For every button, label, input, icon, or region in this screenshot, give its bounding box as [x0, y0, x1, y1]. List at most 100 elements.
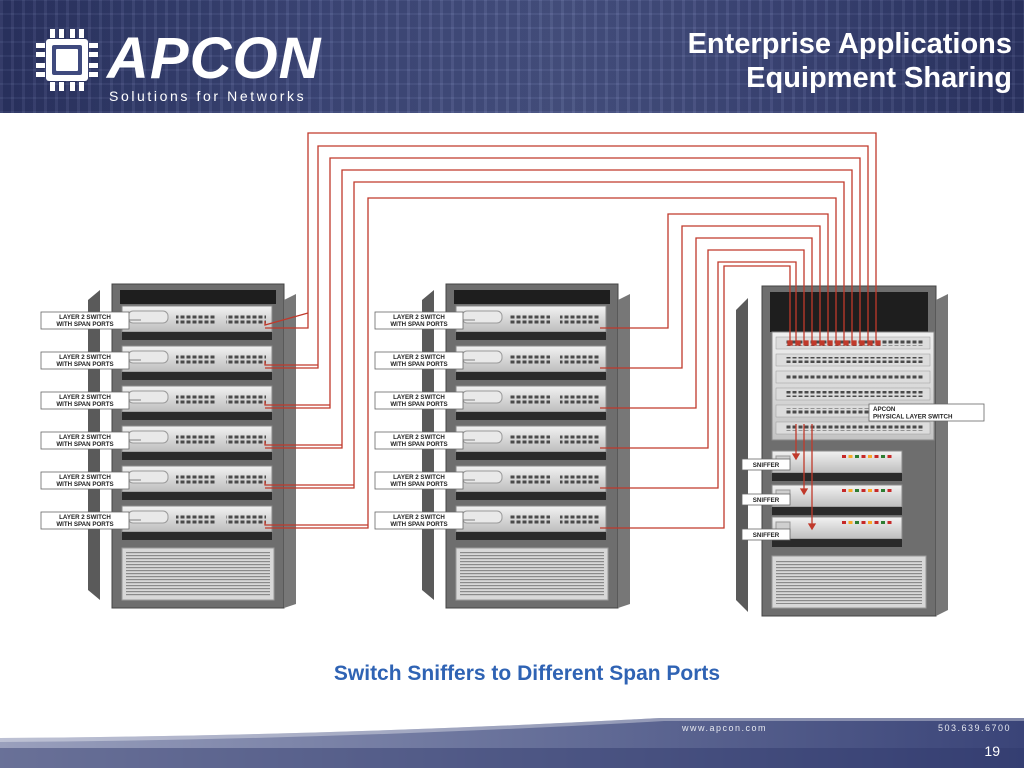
switch-label-line2: WITH SPAN PORTS: [56, 441, 113, 448]
apcon-port-dot: [803, 340, 809, 346]
brand-logo-text: APCON: [107, 26, 322, 91]
switch-label-line2: WITH SPAN PORTS: [390, 321, 447, 328]
apcon-label: APCON PHYSICAL LAYER SWITCH: [868, 403, 985, 422]
rack-1-switch-2: [121, 345, 273, 380]
slide-title: Enterprise Applications Equipment Sharin…: [688, 27, 1012, 95]
switch-label-line1: LAYER 2 SWITCH: [59, 514, 111, 521]
sniffer-label-1: SNIFFER: [741, 458, 791, 471]
sniffer-label-text: SNIFFER: [753, 532, 780, 539]
brand-tagline: Solutions for Networks: [109, 88, 307, 104]
switch-label-line2: WITH SPAN PORTS: [56, 401, 113, 408]
switch-label-line1: LAYER 2 SWITCH: [393, 434, 445, 441]
sniffer-3: [771, 516, 903, 547]
switch-label-line1: LAYER 2 SWITCH: [59, 394, 111, 401]
page-number: 19: [984, 743, 1000, 759]
switch-label-line1: LAYER 2 SWITCH: [393, 314, 445, 321]
link-rack1-stub-5: [264, 481, 354, 486]
apcon-physical-layer-switch: [771, 331, 935, 441]
rack-1-switch-5: [121, 465, 273, 500]
link-rack1-6: [265, 197, 837, 529]
link-rack1-stub-6: [264, 521, 368, 526]
apcon-port-dot: [827, 340, 833, 346]
apcon-port-dot: [859, 340, 865, 346]
apcon-port-dot: [835, 340, 841, 346]
footer-phone: 503.639.6700: [938, 723, 1012, 733]
switch-label-line2: WITH SPAN PORTS: [390, 521, 447, 528]
apcon-port-dot: [867, 340, 873, 346]
rack-1-switch-1: [121, 305, 273, 340]
chip-logo-icon: [36, 29, 98, 91]
rack-2-switch-5: [455, 465, 607, 500]
switch-label-line2: WITH SPAN PORTS: [56, 481, 113, 488]
link-rack2-2: [600, 225, 821, 369]
link-rack1-stub-3: [264, 401, 330, 406]
sniffer-label-2: SNIFFER: [741, 493, 791, 506]
sniffer-label-text: SNIFFER: [753, 497, 780, 504]
sniffer-labels: SNIFFER SNIFFER SNIFFER: [741, 458, 791, 541]
switch-label-line1: LAYER 2 SWITCH: [393, 514, 445, 521]
switch-label-line1: LAYER 2 SWITCH: [59, 434, 111, 441]
apcon-port-dot: [819, 340, 825, 346]
footer-band: [0, 718, 1024, 768]
link-rack1-1: [265, 132, 877, 343]
apcon-label-line2: PHYSICAL LAYER SWITCH: [873, 414, 953, 421]
rack-2-switch-4: [455, 425, 607, 460]
switch-label-line2: WITH SPAN PORTS: [390, 361, 447, 368]
sniffer-label-text: SNIFFER: [753, 462, 780, 469]
switch-label-line1: LAYER 2 SWITCH: [393, 354, 445, 361]
rack-1-switch-3: [121, 385, 273, 420]
rack-1: [88, 283, 296, 609]
header-banner: APCON Solutions for Networks Enterprise …: [0, 0, 1024, 113]
header-texture: [0, 0, 1024, 113]
rack-3-apcon: [736, 285, 948, 617]
sniffer-units: [771, 450, 903, 547]
apcon-label-line1: APCON: [873, 406, 896, 413]
link-rack1-stub-1: [264, 312, 309, 326]
link-arrow-2: [799, 488, 809, 496]
rack-2-switch-1: [455, 305, 607, 340]
apcon-port-dot: [843, 340, 849, 346]
link-rack1-4: [265, 169, 853, 449]
sniffer-label-3: SNIFFER: [741, 528, 791, 541]
switch-label-line2: WITH SPAN PORTS: [56, 361, 113, 368]
link-rack1-stub-4: [264, 441, 342, 446]
link-rack2-1: [600, 213, 829, 343]
footer-url: www.apcon.com: [682, 723, 768, 733]
rack-1-switch-6: [121, 505, 273, 540]
link-arrow-1: [791, 453, 801, 461]
switch-label-line2: WITH SPAN PORTS: [56, 321, 113, 328]
link-rack1-stub-2: [264, 361, 318, 366]
apcon-port-dot: [811, 340, 817, 346]
diagram-caption: Switch Sniffers to Different Span Ports: [333, 662, 721, 685]
span-port-links: [264, 132, 881, 531]
apcon-port-dot: [787, 340, 793, 346]
link-rack2-5: [600, 261, 797, 489]
sniffer-2: [771, 484, 903, 515]
switch-label-line1: LAYER 2 SWITCH: [59, 354, 111, 361]
rack-2-switch-2: [455, 345, 607, 380]
switch-label-line1: LAYER 2 SWITCH: [393, 474, 445, 481]
switch-label-line1: LAYER 2 SWITCH: [393, 394, 445, 401]
sniffer-1: [771, 450, 903, 481]
link-rack2-4: [600, 249, 805, 449]
slide-title-line1: Enterprise Applications: [687, 28, 1012, 60]
switch-label-line2: WITH SPAN PORTS: [56, 521, 113, 528]
rack-2-switch-6: [455, 505, 607, 540]
switch-label-line1: LAYER 2 SWITCH: [59, 314, 111, 321]
link-rack2-6: [600, 265, 791, 529]
switch-label-line2: WITH SPAN PORTS: [390, 481, 447, 488]
rack-2-switches: [455, 305, 607, 540]
link-rack1-3: [265, 157, 861, 409]
